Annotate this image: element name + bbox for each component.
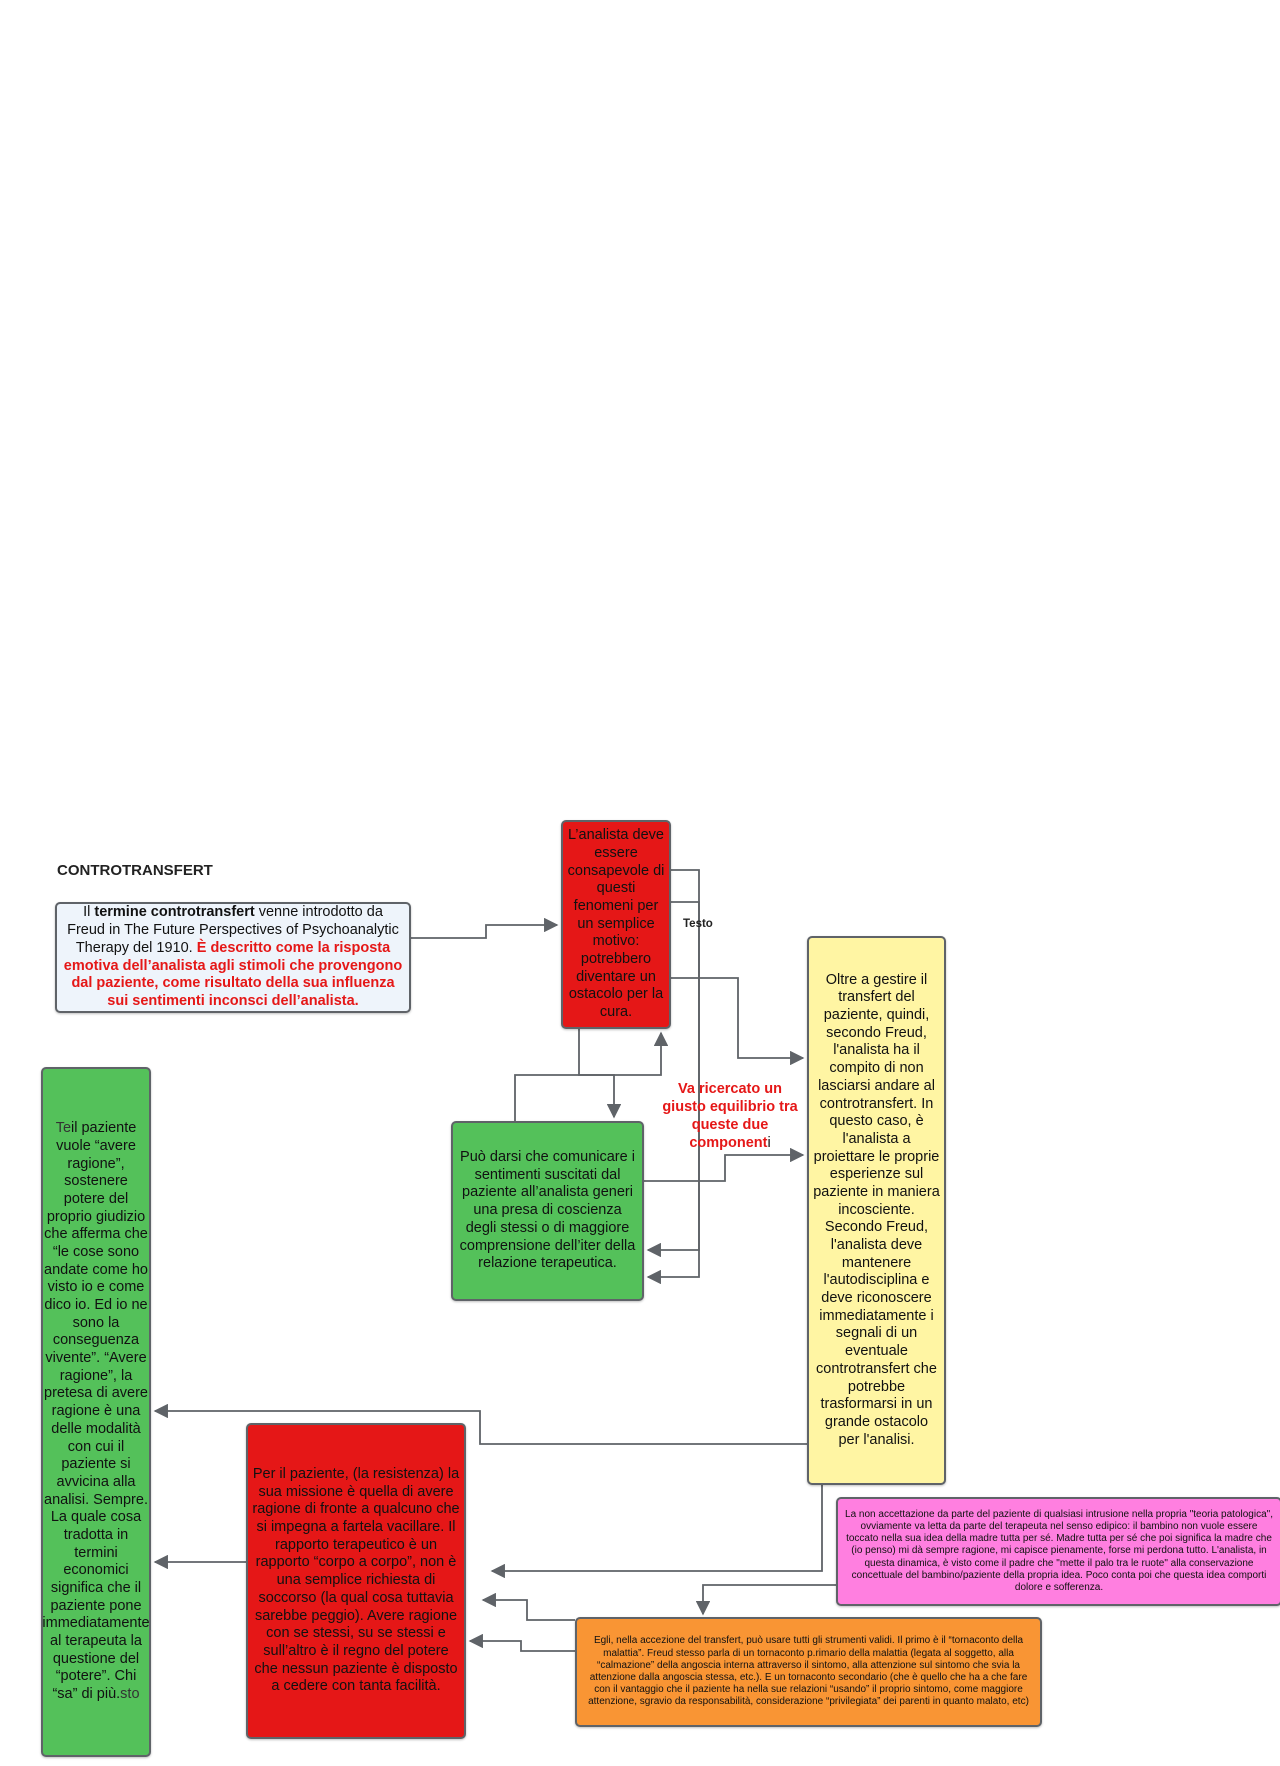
connector-intro-to-awareness: [411, 917, 559, 939]
connector-freud-duty-to-patient-reason: [153, 1403, 807, 1445]
node-patient-reason[interactable]: Teil paziente vuole “avere ragione”, sos…: [41, 1067, 151, 1757]
node-communication-text: Può darsi che comunicare i sentimenti su…: [459, 1149, 636, 1272]
connector-awareness-to-communication-b: [646, 901, 700, 1285]
node-freud-duty-text: Oltre a gestire il transfert del pazient…: [813, 971, 940, 1448]
node-oedipal-text: La non accettazione da parte del pazient…: [845, 1508, 1273, 1593]
diagram-title: CONTROTRANSFERT: [57, 862, 213, 879]
node-illness-gain-text: Egli, nella accezione del transfert, può…: [588, 1635, 1029, 1708]
node-awareness[interactable]: L’analista deve essere consapevole di qu…: [561, 820, 671, 1029]
patient-reason-prefix: Te: [55, 1120, 72, 1137]
connector-awareness-to-freud-duty: [671, 977, 805, 1066]
balance-note-text: Va ricercato un giusto equilibrio tra qu…: [662, 1081, 798, 1151]
node-illness-gain[interactable]: Egli, nella accezione del transfert, può…: [575, 1617, 1042, 1727]
patient-reason-body: il paziente vuole “avere ragione”, soste…: [42, 1120, 150, 1703]
node-freud-duty[interactable]: Oltre a gestire il transfert del pazient…: [807, 936, 946, 1485]
intro-text-middle: venne introdotto da Freud in The Future …: [67, 904, 399, 956]
node-resistance-text: Per il paziente, (la resistenza) la sua …: [252, 1466, 460, 1695]
connector-illness-gain-to-resistance-a: [481, 1592, 575, 1621]
node-awareness-text: L’analista deve essere consapevole di qu…: [567, 827, 665, 1021]
connector-freud-duty-to-resistance: [490, 1485, 823, 1579]
balance-note-tail: i: [767, 1134, 771, 1151]
node-intro[interactable]: Il termine controtransfert venne introdo…: [55, 902, 411, 1013]
connector-awareness-down: [578, 1029, 622, 1119]
connector-communication-up: [514, 1031, 669, 1121]
node-oedipal[interactable]: La non accettazione da parte del pazient…: [836, 1497, 1280, 1606]
connector-illness-gain-to-resistance-b: [468, 1633, 575, 1652]
intro-highlight: È descritto come la risposta emotiva del…: [63, 939, 403, 1009]
intro-text-start: Il: [83, 904, 95, 921]
node-communication[interactable]: Può darsi che comunicare i sentimenti su…: [451, 1121, 644, 1301]
connector-communication-to-freud-duty: [644, 1147, 805, 1182]
balance-note: Va ricercato un giusto equilibrio tra qu…: [655, 1081, 805, 1153]
node-resistance[interactable]: Per il paziente, (la resistenza) la sua …: [246, 1423, 466, 1739]
node-patient-reason-text: Teil paziente vuole “avere ragione”, sos…: [42, 1120, 149, 1704]
connector-oedipal-to-illness-gain: [695, 1584, 836, 1616]
edge-label-testo: Testo: [683, 918, 713, 930]
node-intro-text: Il termine controtransfert venne introdo…: [63, 904, 403, 1010]
intro-term: termine controtransfert: [94, 904, 255, 921]
patient-reason-suffix: sto: [120, 1686, 140, 1703]
